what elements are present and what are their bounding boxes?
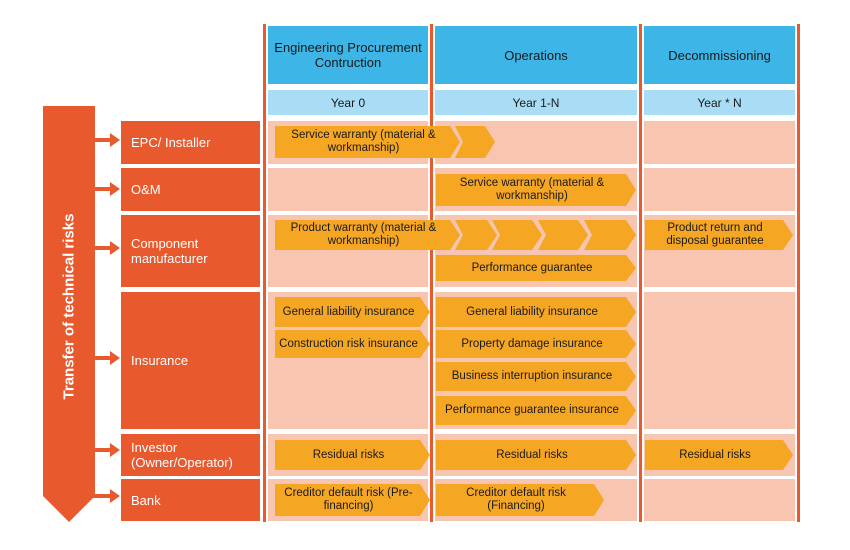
role-investor: Investor (Owner/Operator) xyxy=(121,434,260,476)
epc-service-warranty: Service warranty (material & workmanship… xyxy=(275,126,460,158)
chevron-icon xyxy=(584,220,636,250)
separator-line xyxy=(430,24,433,522)
side-label: Transfer of technical risks xyxy=(60,213,78,399)
creditor-default-financing: Creditor default risk (Financing) xyxy=(436,484,604,516)
cell xyxy=(644,168,795,211)
phase-operations: Operations xyxy=(435,26,637,84)
separator-line xyxy=(263,24,266,522)
role-connectors xyxy=(88,120,120,503)
separator-line xyxy=(639,24,642,522)
chevron-icon xyxy=(492,220,542,250)
transfer-arrow xyxy=(43,106,95,522)
phase-decommissioning: Decommissioning xyxy=(644,26,795,84)
product-warranty: Product warranty (material & workmanship… xyxy=(275,220,460,250)
performance-guarantee-insurance: Performance guarantee insurance xyxy=(436,396,636,425)
year-1-n: Year 1-N xyxy=(435,90,637,115)
residual-risks-decommissioning: Residual risks xyxy=(645,440,793,470)
cell xyxy=(268,168,428,211)
separator-line xyxy=(797,24,800,522)
om-service-warranty: Service warranty (material & workmanship… xyxy=(436,174,636,206)
role-epc-installer: EPC/ Installer xyxy=(121,121,260,164)
business-interruption-insurance: Business interruption insurance xyxy=(436,362,636,391)
construction-risk-insurance: Construction risk insurance xyxy=(275,330,430,358)
product-return-guarantee: Product return and disposal guarantee xyxy=(645,220,793,250)
general-liability-operations: General liability insurance xyxy=(436,297,636,327)
chevron-icon xyxy=(538,220,588,250)
residual-risks-operations: Residual risks xyxy=(436,440,636,470)
cell xyxy=(644,121,795,164)
performance-guarantee: Performance guarantee xyxy=(436,255,636,281)
year-0: Year 0 xyxy=(268,90,428,115)
property-damage-insurance: Property damage insurance xyxy=(436,330,636,358)
role-om: O&M xyxy=(121,168,260,211)
residual-risks-year0: Residual risks xyxy=(275,440,430,470)
year-n: Year * N xyxy=(644,90,795,115)
role-insurance: Insurance xyxy=(121,292,260,429)
general-liability-year0: General liability insurance xyxy=(275,297,430,327)
role-bank: Bank xyxy=(121,479,260,521)
role-component-manufacturer: Component manufacturer xyxy=(121,215,260,287)
phase-epc: Engineering Procurement Contruction xyxy=(268,26,428,84)
cell xyxy=(644,479,795,521)
cell xyxy=(644,292,795,429)
creditor-default-pre-financing: Creditor default risk (Pre-financing) xyxy=(275,484,430,516)
